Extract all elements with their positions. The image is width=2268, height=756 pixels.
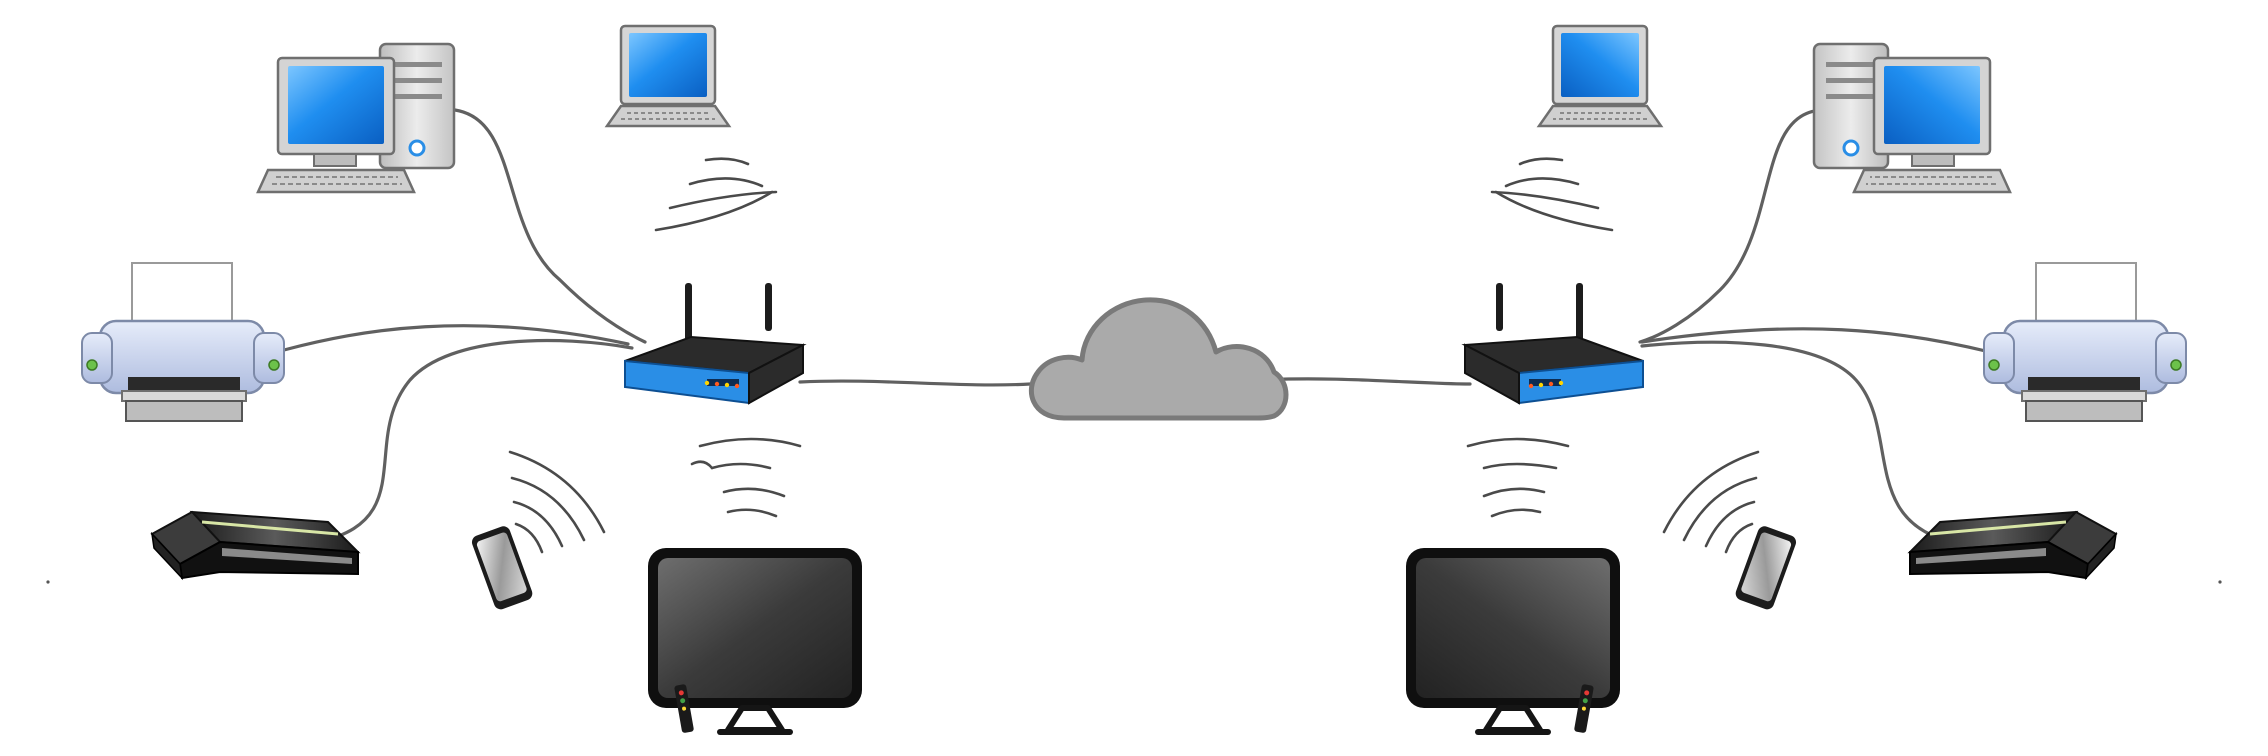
cable-router-cloud-left [798,379,1032,387]
laptop-icon [1537,24,1663,128]
desktop-computer-icon [1812,42,2012,194]
game-console-icon [1908,510,2118,580]
cable-console-router-right [1640,340,1954,544]
wifi-signal-icon [654,157,778,232]
cable-router-cloud-right [1258,377,1472,386]
wifi-signal-icon [1662,450,1760,554]
edge-dot [2218,580,2222,584]
game-console-icon [150,510,360,580]
laptop-icon [605,24,731,128]
wireless-router-icon [1464,282,1644,404]
cable-printer-router-left [282,324,630,352]
edge-dot [46,580,50,584]
printer-icon [80,261,286,423]
cable-printer-router-right [1640,327,1992,354]
printer-icon [1982,261,2188,423]
cable-desktop-router-left [453,108,647,344]
smartphone-icon [470,524,535,612]
wifi-signal-icon [1466,437,1570,518]
wireless-router-icon [624,282,804,404]
cable-console-router-left [316,338,634,544]
smartphone-icon [1733,524,1798,612]
wifi-signal-icon [690,437,802,518]
cable-desktop-router-right [1638,108,1827,344]
desktop-computer-icon [256,42,456,194]
cloud-icon [1031,300,1286,418]
wifi-signal-icon [1490,157,1614,232]
wifi-signal-icon [508,450,606,554]
